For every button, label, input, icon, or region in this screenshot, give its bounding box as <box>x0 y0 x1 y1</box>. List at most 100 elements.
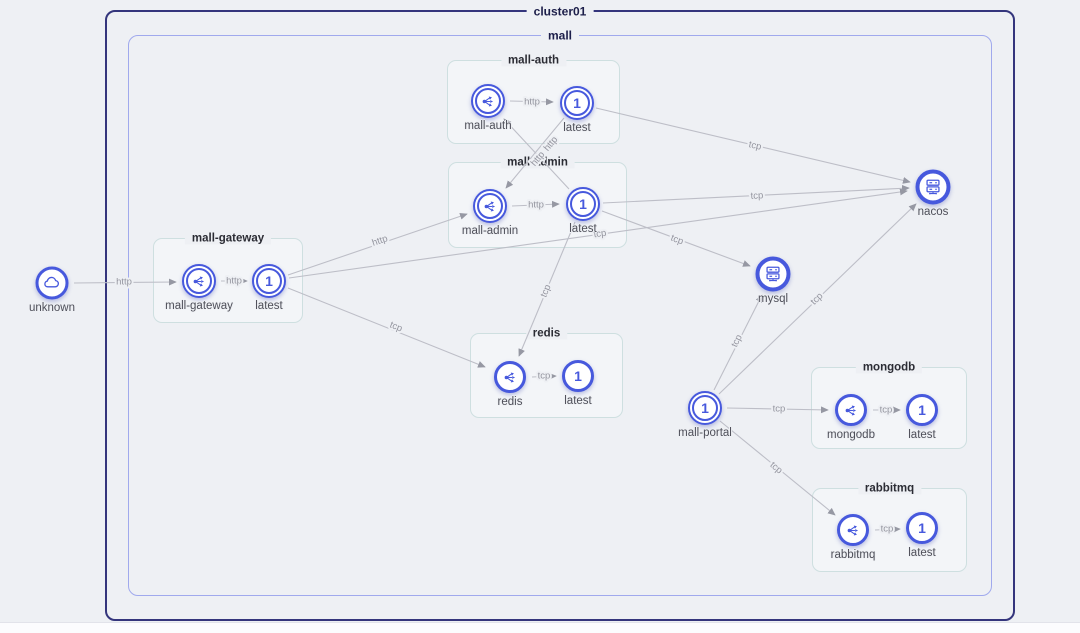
edge-line <box>531 372 557 380</box>
edge-label: tcp <box>538 371 551 382</box>
node-label: latest <box>908 547 936 559</box>
inner-ring <box>692 395 718 421</box>
inner-ring <box>570 191 596 217</box>
edge-gateway-latest-to-nacos[interactable]: tcp <box>288 188 908 279</box>
unknown-node-circle <box>35 266 69 300</box>
service-icon <box>502 369 519 386</box>
edge-mall-auth-to-latest[interactable]: http <box>509 95 554 110</box>
namespace-label: mall <box>540 28 580 43</box>
node-label: latest <box>908 429 936 441</box>
edge-label: tcp <box>773 404 786 415</box>
service-node-circle <box>182 264 216 298</box>
replica-count-badge: 1 <box>265 273 273 289</box>
bottom-strip <box>0 622 1080 633</box>
edge-portal-to-rabbitmq[interactable]: tcp <box>719 420 836 516</box>
service-node-circle <box>494 361 526 393</box>
inner-ring <box>256 268 282 294</box>
replica-count-badge: 1 <box>918 402 926 418</box>
workload-node-circle: 1 <box>906 512 938 544</box>
edge-line <box>713 294 763 391</box>
node-label: nacos <box>917 206 949 218</box>
service-icon <box>843 402 860 419</box>
edge-line <box>718 203 917 395</box>
node-label: unknown <box>28 302 76 314</box>
replica-count-badge: 1 <box>573 95 581 111</box>
node-label: latest <box>563 122 591 134</box>
inner-ring <box>475 88 501 114</box>
edge-mall-gateway-to-latest[interactable]: http <box>221 274 248 289</box>
edge-label: http <box>542 134 561 153</box>
edge-label: tcp <box>881 524 894 535</box>
inner-ring <box>186 268 212 294</box>
group-box-mongodb[interactable]: mongodb <box>811 361 967 449</box>
edge-label: http <box>371 233 390 249</box>
replica-count-badge: 1 <box>918 520 926 536</box>
group-label-rabbitmq: rabbitmq <box>857 482 922 495</box>
group-label-mall-admin: mall-admin <box>500 156 575 169</box>
service-node-circle <box>835 394 867 426</box>
edge-admin-latest-to-nacos[interactable]: tcp <box>602 184 910 204</box>
edge-line <box>602 184 910 204</box>
server-icon <box>764 265 783 284</box>
cluster-boundary-box: cluster01 <box>105 4 1015 621</box>
edge-line <box>719 420 836 516</box>
node-label: mall-auth <box>464 120 512 132</box>
cloud-icon <box>43 274 62 293</box>
workload-node-circle: 1 <box>906 394 938 426</box>
workload-node-circle: 1 <box>562 360 594 392</box>
service-icon <box>191 273 208 290</box>
edge-label: http <box>529 149 548 168</box>
node-label: mall-portal <box>678 427 732 439</box>
edge-line <box>287 212 468 276</box>
workload-node-circle: 1 <box>560 86 594 120</box>
edge-portal-to-mongodb[interactable]: tcp <box>726 402 829 417</box>
cluster-label: cluster01 <box>526 4 594 19</box>
edge-label: tcp <box>750 190 763 202</box>
inner-ring <box>477 193 503 219</box>
edge-rabbitmq-to-latest[interactable]: tcp <box>874 522 901 537</box>
service-icon <box>480 93 497 110</box>
edge-label: tcp <box>669 233 685 248</box>
edge-line <box>503 118 570 190</box>
node-label: mall-admin <box>461 225 519 237</box>
group-label-mongodb: mongodb <box>855 361 923 374</box>
edge-line <box>511 200 560 208</box>
edge-redis-to-latest[interactable]: tcp <box>531 369 557 384</box>
edge-line <box>595 107 911 184</box>
edge-line <box>874 525 901 533</box>
workload-node-circle: 1 <box>252 264 286 298</box>
group-label-redis: redis <box>525 327 568 340</box>
node-label: redis <box>497 396 523 408</box>
edge-line <box>73 278 177 286</box>
service-icon <box>482 198 499 215</box>
service-node-circle <box>837 514 869 546</box>
inner-ring <box>564 90 590 116</box>
edge-label: tcp <box>538 283 553 299</box>
server-node-circle <box>755 256 791 292</box>
edge-label: http <box>226 276 242 287</box>
edge-label: tcp <box>593 228 607 241</box>
replica-count-badge: 1 <box>701 400 709 416</box>
node-label: mysql <box>757 293 789 305</box>
service-node-circle <box>473 189 507 223</box>
edge-gateway-latest-to-redis[interactable]: tcp <box>287 287 486 368</box>
edge-mall-admin-to-latest[interactable]: http <box>511 198 560 213</box>
edge-label: tcp <box>880 405 893 416</box>
server-icon <box>924 178 943 197</box>
workload-node-circle: 1 <box>688 391 722 425</box>
edge-portal-to-nacos[interactable]: tcp <box>718 203 917 395</box>
replica-count-badge: 1 <box>579 196 587 212</box>
edge-label: tcp <box>748 139 763 153</box>
namespace-boundary-box: mall <box>128 28 992 596</box>
edge-line <box>287 287 486 368</box>
edge-mongodb-to-latest[interactable]: tcp <box>873 403 901 418</box>
edge-unknown-to-mall-gateway[interactable]: http <box>73 275 177 290</box>
replica-count-badge: 1 <box>574 368 582 384</box>
edge-auth-latest-to-nacos[interactable]: tcp <box>595 107 911 184</box>
edge-label: http <box>528 200 544 211</box>
edge-label: http <box>116 277 132 288</box>
edge-label: tcp <box>729 333 745 349</box>
edge-line <box>601 210 751 267</box>
edge-admin-latest-to-mysql[interactable]: tcp <box>601 210 751 267</box>
